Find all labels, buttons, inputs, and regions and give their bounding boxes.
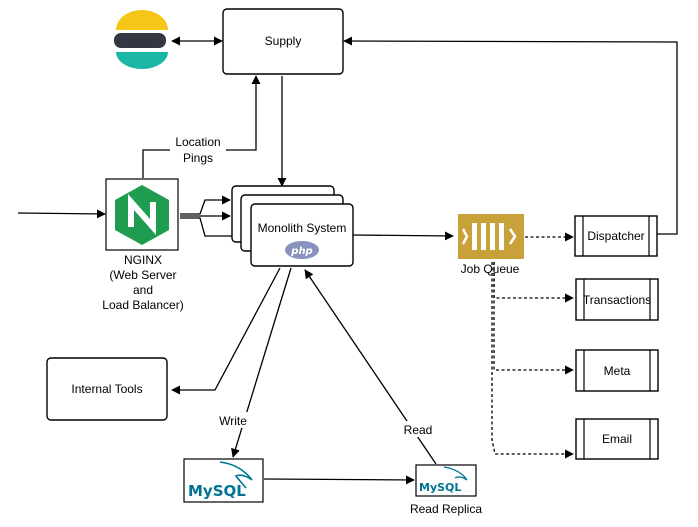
svg-text:php: php: [290, 246, 312, 257]
mysql-frame: [183, 458, 264, 503]
email-label: Email: [602, 432, 632, 446]
dispatcher-box: Dispatcher: [574, 215, 658, 257]
nginx-logo-icon: [115, 185, 169, 245]
nginx-label: NGINX: [124, 253, 162, 267]
meta-label: Meta: [604, 364, 631, 378]
queue-icon: [458, 214, 524, 259]
monolith-stack: Monolith System php: [231, 185, 354, 267]
mysql-replica-frame: [415, 464, 477, 497]
svg-text:MySQL: MySQL: [419, 481, 461, 494]
supply-box: Supply: [222, 8, 344, 75]
edge-dispatcher-supply: [343, 36, 678, 235]
edge-monolith-internal-tools: [171, 267, 281, 395]
meta-box: Meta: [575, 349, 659, 392]
transactions-label: Transactions: [583, 293, 651, 307]
job-queue-node: Job Queue: [458, 214, 524, 276]
read-label-bg: [400, 421, 436, 437]
nginx-sub-1: (Web Server: [109, 268, 176, 282]
dispatcher-label: Dispatcher: [587, 229, 644, 243]
mysql-replica: MySQL Read Replica: [410, 464, 482, 516]
supply-label: Supply: [265, 34, 302, 48]
edge-nginx-monolith-3: [180, 217, 251, 241]
mysql-replica-logo-icon: MySQL: [419, 466, 468, 494]
monolith-instance-front: [250, 203, 354, 267]
write-label-bg: [215, 412, 251, 428]
edge-incoming-nginx: [17, 209, 106, 219]
elastic-logo-icon: [114, 10, 168, 69]
internal-tools-box: Internal Tools: [46, 357, 168, 421]
email-box: Email: [575, 418, 659, 460]
edge-mysql-replica: [263, 475, 415, 485]
svg-text:MySQL: MySQL: [188, 482, 246, 500]
edge-queue-email: [491, 262, 574, 459]
read-replica-label: Read Replica: [410, 502, 482, 516]
edge-monolith-mysql-write: [231, 267, 292, 458]
nginx-sub-2: and: [133, 283, 153, 297]
transactions-box: Transactions: [575, 278, 659, 321]
edge-queue-meta: [493, 262, 574, 375]
location-pings-label-2: Pings: [183, 151, 213, 165]
mysql-logo-icon: MySQL: [188, 461, 253, 500]
mysql-primary: MySQL: [183, 458, 264, 503]
nginx-sub-3: Load Balancer): [102, 298, 183, 312]
nginx-node: NGINX (Web Server and Load Balancer): [102, 178, 184, 312]
edge-nginx-monolith-1: [180, 195, 231, 215]
edge-monolith-queue: [352, 231, 454, 241]
php-logo-icon: php: [285, 241, 319, 259]
location-pings-label-1: Location: [175, 135, 220, 149]
internal-tools-label: Internal Tools: [71, 382, 142, 396]
read-label: Read: [404, 423, 433, 437]
monolith-label: Monolith System: [258, 221, 347, 235]
location-pings-label-bg: [170, 133, 226, 167]
write-label: Write: [219, 414, 247, 428]
job-queue-label: Job Queue: [461, 262, 520, 276]
